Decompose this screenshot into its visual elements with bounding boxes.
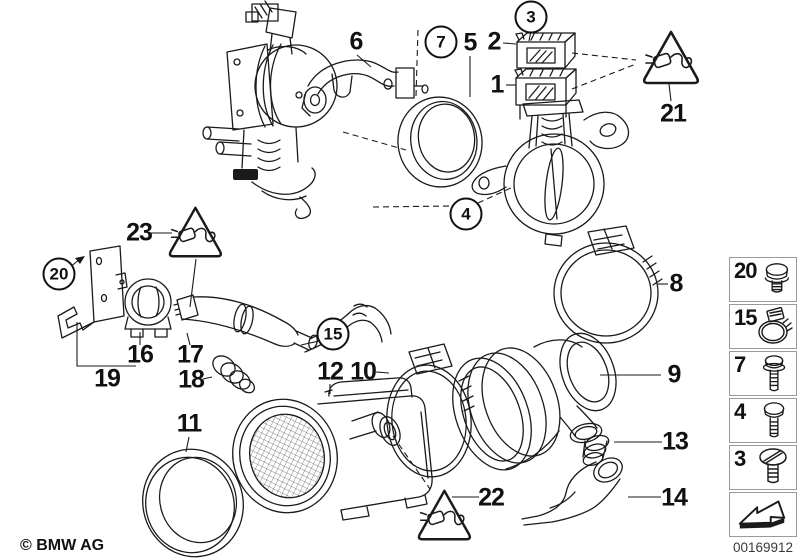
hose-clamp-8-drawing	[553, 225, 663, 344]
callout-19[interactable]: 19	[94, 364, 121, 393]
holder-bracket-drawing	[301, 59, 429, 117]
legend-row-15[interactable]: 15	[729, 304, 797, 349]
direction-arrow-icon	[738, 500, 786, 529]
legend-row-3[interactable]: 3	[729, 445, 797, 490]
throttle-actuator-drawing	[202, 0, 338, 220]
legend-label-20: 20	[734, 258, 758, 283]
callout-16[interactable]: 16	[127, 340, 154, 369]
legend-row-20[interactable]: 20	[729, 257, 797, 302]
callout-9[interactable]: 9	[667, 360, 682, 389]
damper-drawing	[173, 294, 318, 351]
callout-12[interactable]: 12	[317, 357, 344, 386]
breather-nipple-drawing	[582, 434, 610, 467]
callout-1[interactable]: 1	[490, 70, 505, 99]
vent-hose-drawing	[521, 457, 623, 526]
plug-connector-1-drawing	[514, 68, 577, 120]
callout-5[interactable]: 5	[463, 28, 478, 57]
callout-circled-7[interactable]: 7	[424, 25, 458, 59]
callout-6[interactable]: 6	[349, 27, 364, 56]
leader-lines	[69, 29, 672, 498]
plug-connector-2-drawing	[515, 32, 576, 69]
hex-bolt-short-icon	[764, 262, 790, 293]
legend-label-4: 4	[734, 399, 746, 424]
callout-circled-4[interactable]: 4	[449, 197, 483, 231]
callout-circled-3[interactable]: 3	[514, 0, 548, 34]
slotted-screw-icon	[759, 447, 787, 483]
mounting-bracket-drawing	[57, 245, 128, 339]
callout-2[interactable]: 2	[487, 27, 502, 56]
callout-circled-20[interactable]: 20	[42, 257, 76, 291]
intake-ring-drawing	[142, 448, 244, 558]
image-number: 00169912	[732, 540, 794, 555]
callout-circled-15[interactable]: 15	[316, 317, 350, 351]
throttle-body-drawing	[471, 99, 630, 247]
callout-17[interactable]: 17	[177, 340, 204, 369]
hazard-cable-triangle-icon	[417, 489, 472, 541]
fastener-legend: 20 15 7	[729, 257, 797, 537]
callout-8[interactable]: 8	[669, 269, 684, 298]
legend-row-arrow[interactable]	[729, 492, 797, 537]
copyright-text: © BMW AG	[20, 537, 105, 554]
callout-13[interactable]: 13	[662, 427, 689, 456]
rubber-sleeve-drawing	[397, 96, 483, 188]
callout-11[interactable]: 11	[176, 409, 202, 438]
legend-row-7[interactable]: 7	[729, 351, 797, 396]
legend-label-3: 3	[734, 446, 746, 471]
hose-holder-drawing	[124, 278, 172, 338]
hazard-cable-triangle-icon	[642, 30, 700, 85]
hex-bolt-icon	[763, 401, 785, 437]
rubber-adapter-drawing	[212, 355, 256, 394]
callout-21[interactable]: 21	[660, 99, 687, 128]
legend-row-4[interactable]: 4	[729, 398, 797, 443]
callout-18[interactable]: 18	[178, 365, 205, 394]
callout-22[interactable]: 22	[478, 483, 505, 512]
callout-14[interactable]: 14	[661, 483, 688, 512]
hex-bolt-washer-icon	[762, 354, 786, 391]
callout-23[interactable]: 23	[126, 218, 153, 247]
hose-clamp-icon	[758, 306, 793, 344]
legend-label-7: 7	[734, 352, 746, 377]
legend-label-15: 15	[734, 305, 758, 330]
hazard-cable-triangle-icon	[168, 206, 223, 258]
callout-10[interactable]: 10	[350, 357, 377, 386]
